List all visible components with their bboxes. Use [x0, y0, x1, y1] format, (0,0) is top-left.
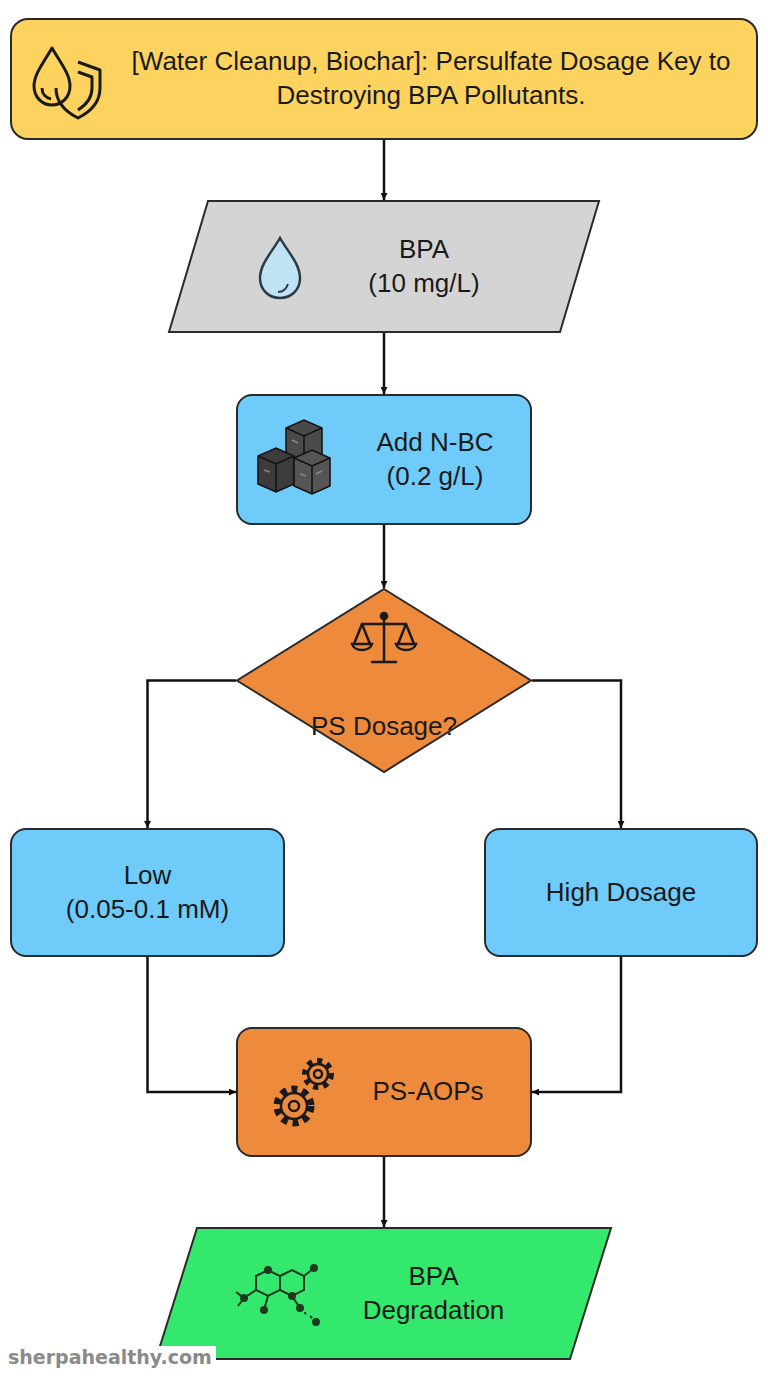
input-parallelogram: BPA(10 mg/L): [168, 200, 600, 333]
connector-group: [148, 140, 622, 1227]
text-group: BPADegradation: [363, 1260, 505, 1328]
parallelogram-outline: [168, 200, 600, 333]
biochar-cubes-icon: [258, 420, 330, 494]
output-parallelogram: BPADegradation: [155, 1227, 612, 1360]
node-text: (0.05-0.1 mM): [66, 893, 229, 927]
process-box: Add N-BC(0.2 g/L): [236, 394, 532, 525]
decision-diamond: PS Dosage?: [236, 588, 532, 773]
water-shield-icon: [34, 48, 100, 118]
text-group: BPA(10 mg/L): [368, 233, 479, 301]
text-group: Add N-BC(0.2 g/L): [376, 426, 493, 494]
flow-arrow: [532, 957, 621, 1092]
flow-arrow: [532, 681, 621, 829]
node-text: (0.2 g/L): [387, 460, 484, 494]
process-box: Low(0.05-0.1 mM): [10, 828, 285, 957]
diamond-outline: [236, 588, 532, 773]
balance-scale-icon: [352, 613, 416, 662]
node-text: Low: [124, 859, 172, 893]
process-box: High Dosage: [484, 828, 758, 957]
text-group: [Water Cleanup, Biochar]: Persulfate Dos…: [124, 45, 738, 113]
parallelogram-outline: [155, 1227, 612, 1360]
text-group: PS-AOPs: [372, 1075, 483, 1109]
flow-arrow: [383, 333, 386, 394]
node-text: PS-AOPs: [372, 1075, 483, 1109]
node-text: Add N-BC: [376, 426, 493, 460]
shape-fill: [237, 589, 531, 772]
text-group: Low(0.05-0.1 mM): [66, 859, 229, 927]
process-box: PS-AOPs: [236, 1027, 532, 1157]
node-text: BPA: [399, 233, 449, 267]
text-group: PS Dosage?: [311, 710, 457, 744]
flow-arrow: [383, 1157, 386, 1227]
text-group: High Dosage: [546, 876, 696, 910]
shape-fill: [169, 201, 599, 332]
node-text: High Dosage: [546, 876, 696, 910]
node-text: Degradation: [363, 1294, 505, 1328]
flow-arrow: [148, 681, 237, 829]
node-text: (10 mg/L): [368, 267, 479, 301]
molecule-icon: [236, 1265, 319, 1325]
watermark: sherpahealthy.com: [4, 1346, 216, 1368]
node-text: BPA: [408, 1260, 458, 1294]
node-text: PS Dosage?: [311, 710, 457, 744]
droplet-icon: [260, 238, 300, 298]
flow-arrow: [148, 957, 237, 1092]
title-box: [Water Cleanup, Biochar]: Persulfate Dos…: [10, 18, 758, 140]
flow-arrow: [383, 140, 386, 200]
node-text: [Water Cleanup, Biochar]: Persulfate Dos…: [124, 45, 738, 113]
gears-icon: [277, 1061, 331, 1123]
flow-arrow: [383, 525, 386, 588]
shape-fill: [156, 1228, 611, 1359]
